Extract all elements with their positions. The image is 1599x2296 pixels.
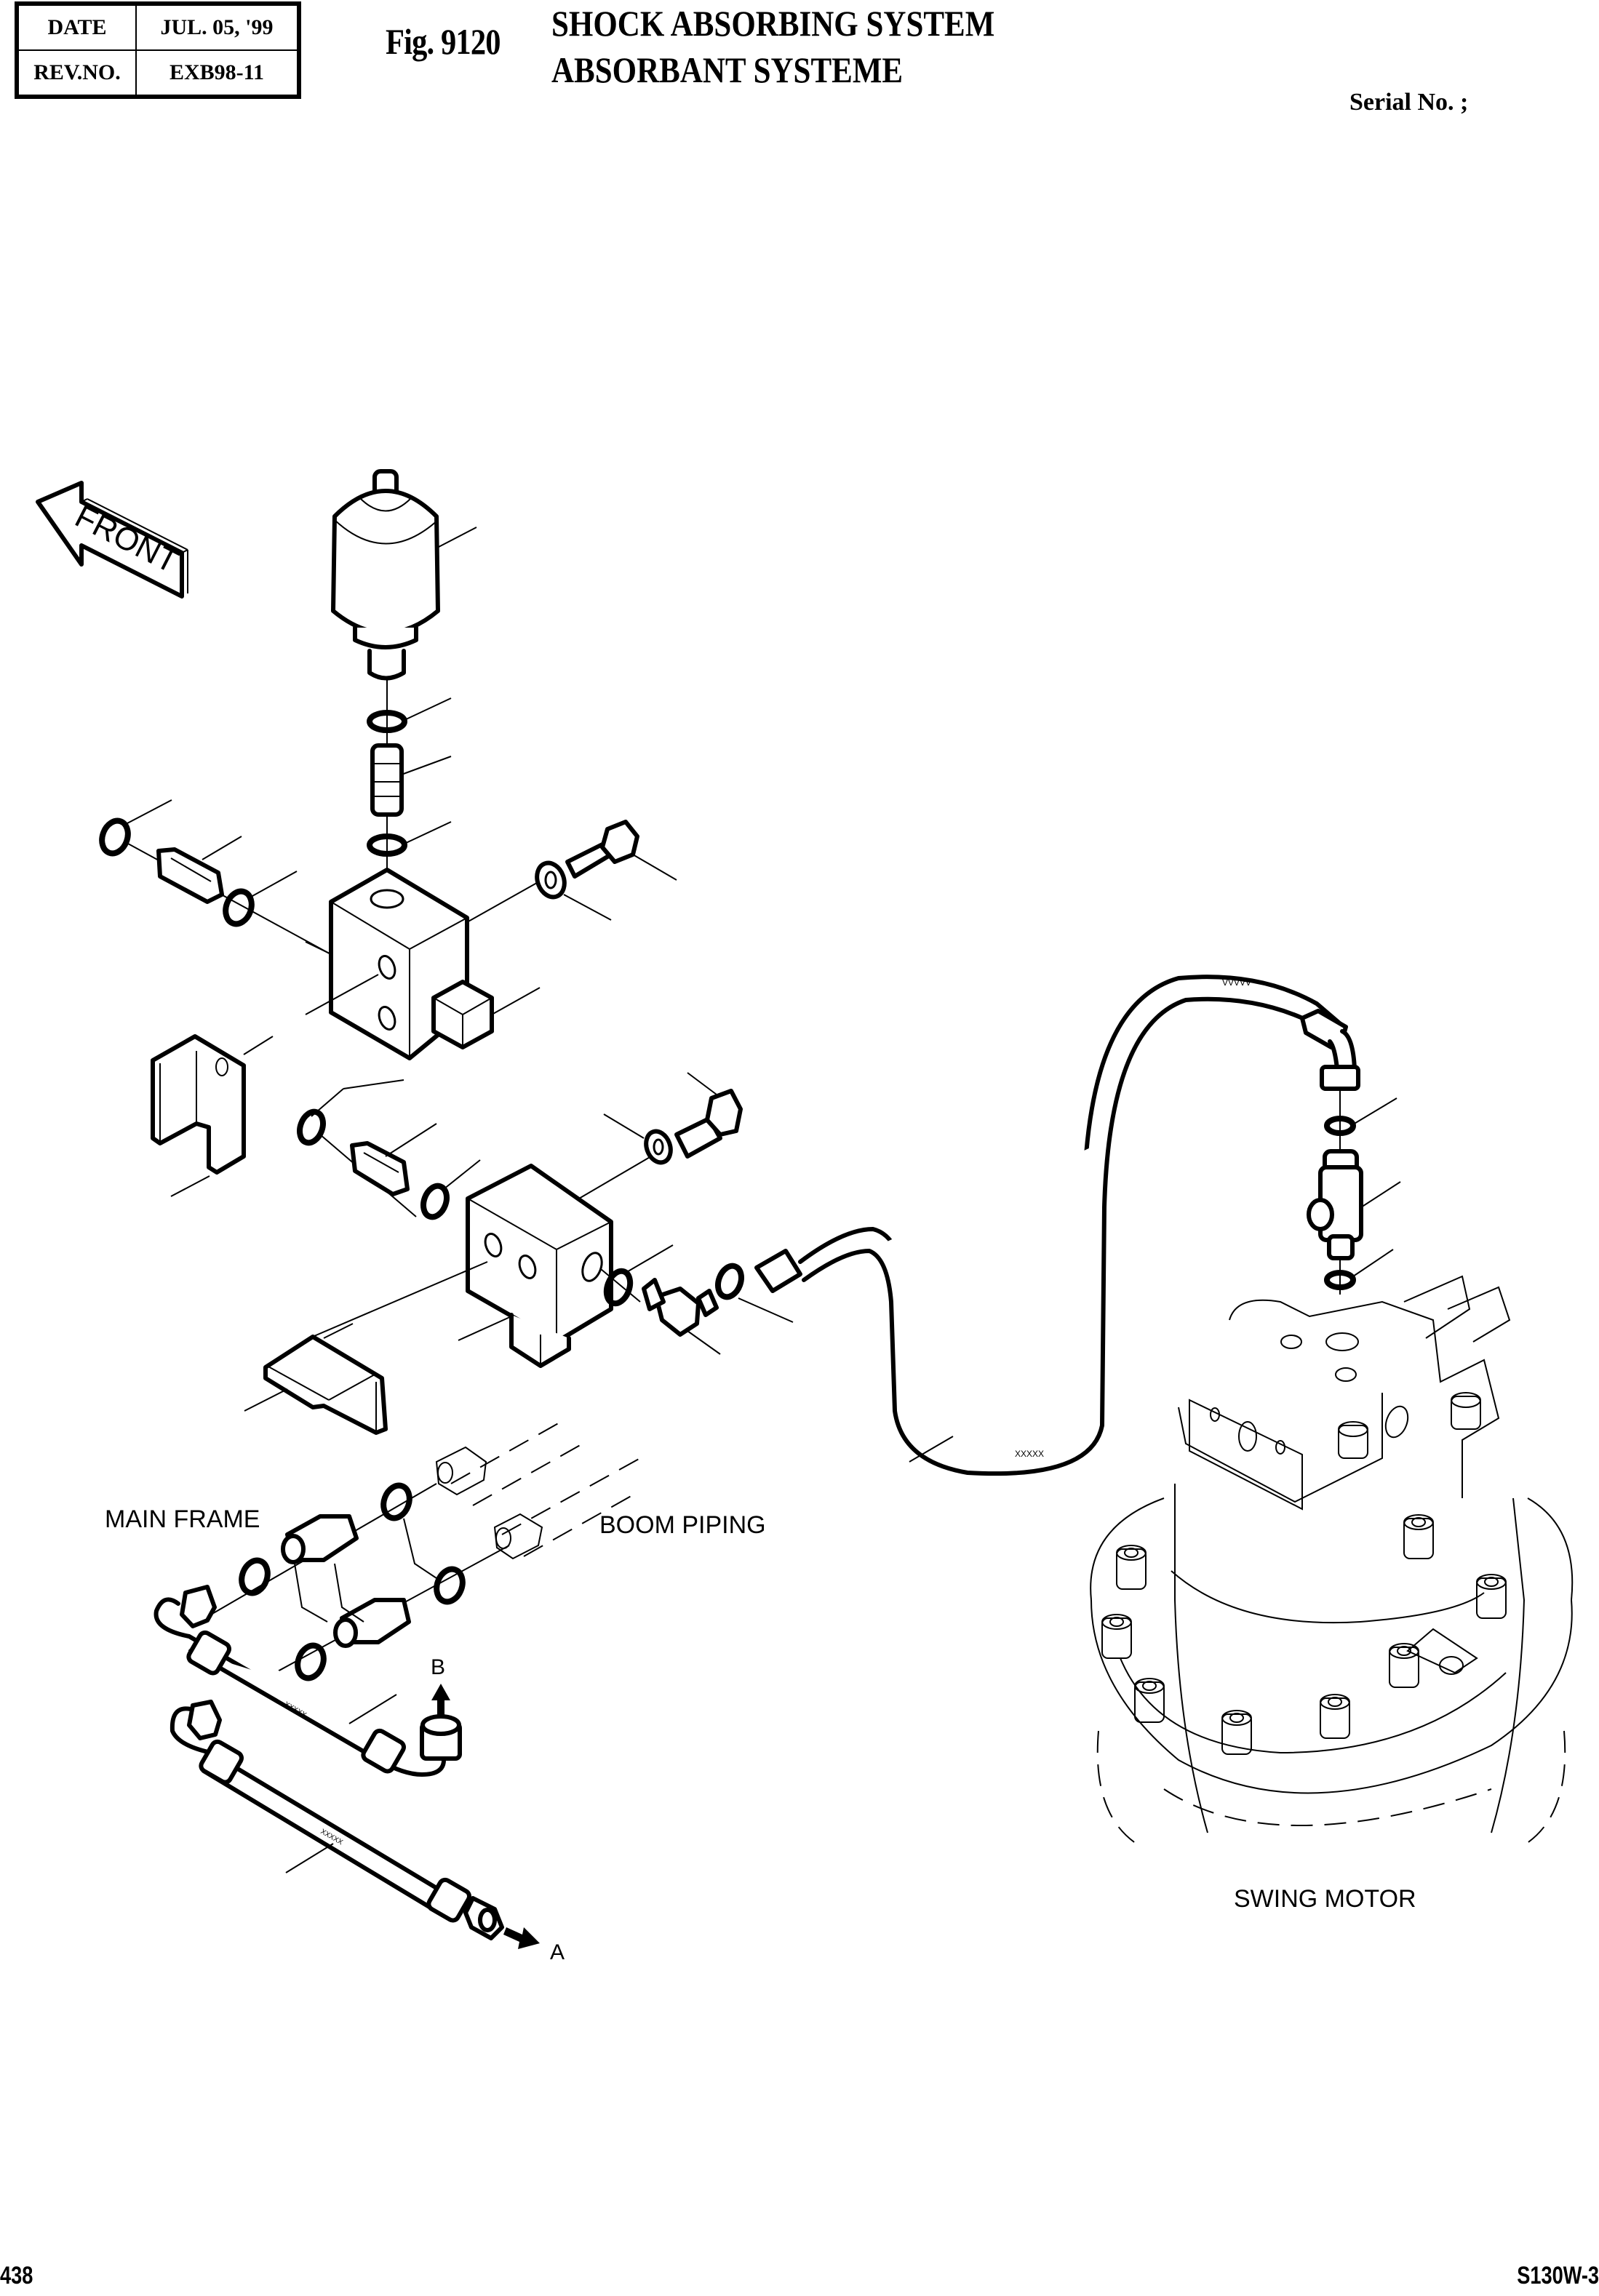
solenoid-connector (431, 980, 541, 1049)
revision-row: REV.NO. EXB98-11 (16, 49, 300, 97)
adapter (333, 1598, 411, 1648)
front-arrow-icon: FRONT (36, 481, 188, 599)
svg-text:XXXXX: XXXXX (1015, 1449, 1044, 1459)
o-ring (295, 1642, 327, 1681)
o-ring (603, 1268, 634, 1307)
valve-block-lower (308, 1164, 613, 1368)
boom-piping (435, 1417, 641, 1560)
bolt (565, 820, 677, 881)
port-b-label: B (431, 1655, 446, 1679)
serial-number-label: Serial No. ; (1349, 89, 1469, 116)
o-ring (239, 1557, 271, 1596)
title-french: ABSORBANT SYSTEME (551, 49, 904, 90)
date-label: DATE (16, 3, 137, 51)
o-ring (99, 817, 131, 857)
adapter (156, 847, 224, 904)
port-b-arrow-icon (431, 1684, 450, 1718)
hose-to-swing-motor: VVVVV XXXXX (754, 975, 1360, 1476)
lock-washer (535, 860, 612, 921)
adapter (370, 743, 404, 817)
title-english: SHOCK ABSORBING SYSTEM (551, 3, 995, 44)
port-a-arrow-icon (503, 1927, 540, 1949)
boom-piping-label: BOOM PIPING (599, 1511, 766, 1539)
o-ring (1324, 1116, 1356, 1136)
svg-text:VVVVV: VVVVV (1222, 977, 1251, 988)
model-number: S130W-3 (1517, 2262, 1599, 2289)
adapter (281, 1514, 359, 1564)
adapter (350, 1141, 410, 1196)
port-a-label: A (550, 1940, 565, 1964)
bracket-upper (151, 1034, 274, 1197)
pipe-port-b: XXXXX (153, 1585, 462, 1777)
date-value: JUL. 05, '99 (135, 3, 300, 51)
revision-value: EXB98-11 (135, 49, 300, 97)
page-number: 438 (0, 2262, 33, 2289)
swing-motor-label: SWING MOTOR (1234, 1885, 1416, 1913)
o-ring (367, 710, 407, 733)
swing-motor (1090, 1275, 1574, 1848)
valve-block-upper (305, 868, 543, 1060)
tee-fitting (1307, 1149, 1401, 1260)
elbow-fitting (642, 1278, 721, 1355)
date-row: DATE JUL. 05, '99 (16, 3, 300, 51)
figure-title: SHOCK ABSORBING SYSTEM ABSORBANT SYSTEME (551, 0, 994, 93)
revision-label: REV.NO. (16, 49, 137, 97)
o-ring (367, 833, 407, 857)
o-ring (1324, 1270, 1356, 1290)
main-frame-label: MAIN FRAME (105, 1505, 260, 1533)
o-ring (380, 1482, 412, 1521)
o-ring (715, 1263, 744, 1300)
o-ring (434, 1566, 466, 1605)
bracket-lower (244, 1323, 388, 1435)
o-ring (420, 1183, 450, 1220)
lock-washer (603, 1113, 673, 1165)
o-ring (223, 888, 255, 927)
figure-number: Fig. 9120 (386, 21, 501, 62)
flange-bolts (1101, 1392, 1507, 1755)
revision-info-table: DATE JUL. 05, '99 REV.NO. EXB98-11 (15, 1, 301, 99)
accumulator (331, 469, 477, 681)
o-ring (297, 1108, 326, 1146)
